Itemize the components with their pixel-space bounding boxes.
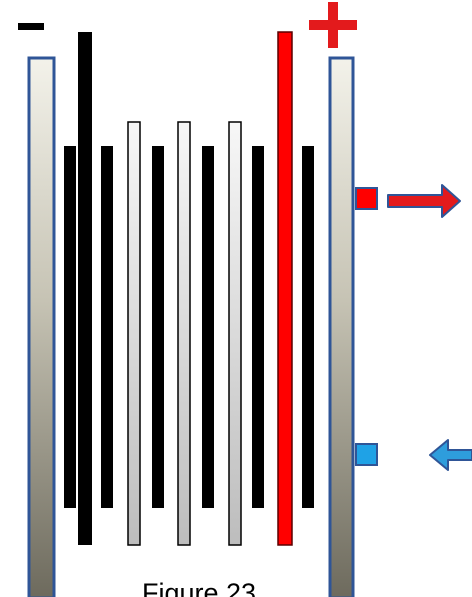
black-plate [101,146,113,508]
light-plate [177,121,191,546]
light-plate [228,121,242,546]
light-plate [127,121,141,546]
black-plate [64,146,76,508]
outflow-arrow-icon [387,184,461,218]
black-end-plate [78,32,92,545]
black-plate [252,146,264,508]
negative-electrode [27,56,56,597]
figure-caption: Figure 23 [142,578,257,597]
red-end-plate [277,31,293,546]
inflow-arrow-icon [429,439,472,471]
positive-electrode [328,56,355,597]
black-plate [302,146,314,508]
black-plate [152,146,164,508]
black-plate [202,146,214,508]
minus-sign-icon [18,23,44,30]
inlet-port [355,443,378,466]
outlet-port [355,187,378,210]
plus-sign-icon [309,2,357,48]
